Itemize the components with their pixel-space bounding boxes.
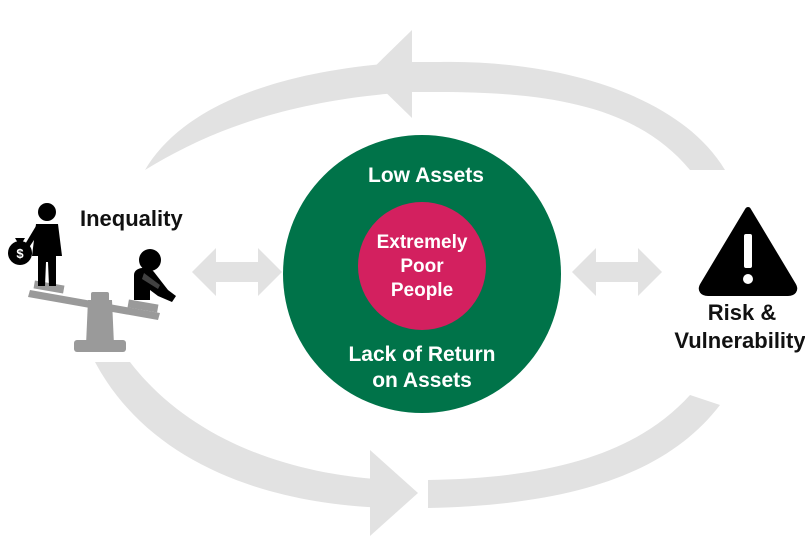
vulnerability-label: Vulnerability (674, 328, 805, 353)
inequality-label: Inequality (80, 206, 183, 231)
risk-label: Risk & (708, 300, 777, 325)
people-label: People (391, 280, 453, 301)
poor-label: Poor (400, 256, 444, 277)
top-cycle-arrow (145, 30, 725, 171)
bottom-cycle-arrow (95, 362, 720, 536)
seesaw-inequality-icon: $ (8, 203, 176, 352)
standing-man-icon (24, 203, 62, 286)
left-double-arrow (192, 248, 282, 296)
lack-of-return-label: Lack of Return (348, 343, 495, 366)
svg-text:$: $ (16, 246, 24, 261)
low-assets-label: Low Assets (368, 164, 484, 187)
money-bag-icon: $ (8, 238, 32, 265)
on-assets-label: on Assets (372, 369, 472, 392)
extremely-poor-people-circle (358, 202, 486, 330)
sitting-person-icon (134, 249, 176, 302)
extremely-label: Extremely (377, 232, 468, 253)
right-double-arrow (572, 248, 662, 296)
warning-triangle-icon (698, 207, 798, 296)
